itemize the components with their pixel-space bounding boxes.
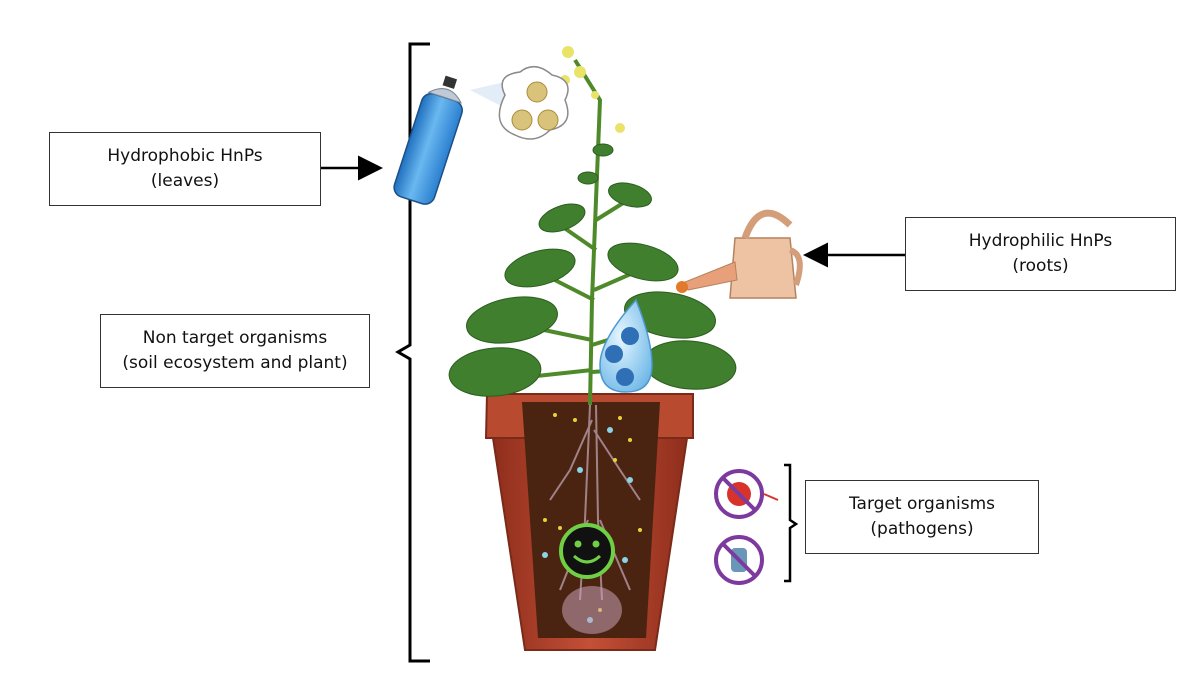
water-droplet-icon [599, 298, 653, 393]
non-target-label-box: Non target organisms (soil ecosystem and… [100, 314, 370, 388]
smiley-face-icon [559, 523, 615, 579]
target-brace [784, 463, 799, 583]
hydrophilic-label-box: Hydrophilic HnPs (roots) [905, 217, 1176, 291]
spray-can-icon [393, 75, 463, 205]
target-label-sub: (pathogens) [870, 519, 974, 539]
target-label-title: Target organisms [848, 494, 996, 515]
virus-prohibited-icon [714, 535, 764, 585]
non-target-label-title: Non target organisms [142, 328, 328, 349]
particle-cloud [498, 66, 569, 140]
target-label-box: Target organisms (pathogens) [805, 480, 1039, 554]
watering-can-icon [676, 209, 803, 299]
flowers [560, 46, 625, 133]
plant-pot [484, 393, 694, 651]
non-target-label-sub: (soil ecosystem and plant) [122, 353, 348, 373]
bacteria-prohibited-icon [714, 469, 779, 519]
hydrophobic-label-title: Hydrophobic HnPs [107, 146, 263, 167]
hydrophobic-label-box: Hydrophobic HnPs (leaves) [49, 132, 321, 206]
hydrophilic-label-title: Hydrophilic HnPs [968, 231, 1113, 252]
leaves [448, 143, 737, 397]
hydrophobic-label-sub: (leaves) [150, 171, 220, 191]
hydrophilic-label-sub: (roots) [1012, 256, 1069, 276]
non-target-brace [395, 42, 430, 663]
spray-mist [470, 82, 505, 108]
